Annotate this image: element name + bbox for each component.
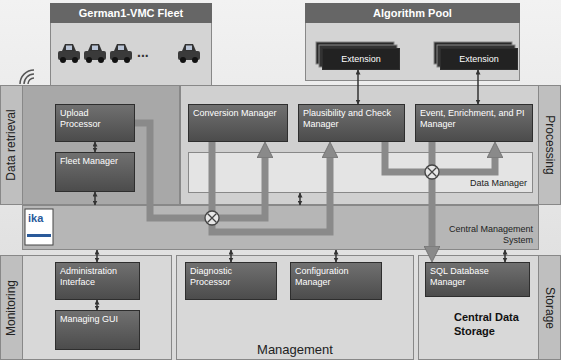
panel-label: Data Manager [470,178,527,189]
storage-label: Central Data Storage [454,311,536,339]
junction-cross [208,214,217,223]
logo-text: ika [28,212,43,224]
layer-band [539,256,561,360]
link-arrow [230,250,232,262]
logo-stripe [27,234,51,237]
layer-label: Management [176,342,414,357]
box-header: German1-VMC Fleet [50,3,212,23]
link-arrow [96,250,98,262]
flow-arrow [212,142,330,232]
ellipsis-label: ... [137,44,149,60]
band-label: Central Management System [441,224,533,246]
car-wheel [192,57,198,63]
fleet-box: German1-VMC Fleet [50,3,212,88]
signal-arc [28,78,34,84]
car-wheel [124,57,130,63]
process-box: Managing GUI [55,310,140,350]
car-roof [114,44,128,51]
extension-box: Extension [440,48,518,70]
car-window [186,46,192,51]
link-arrow [94,192,96,205]
flow-arrow [429,142,436,252]
layer-region: Management Diagnostic Processor Configurat… [176,255,414,360]
fleet-cars [58,44,200,63]
car-wheel [86,57,92,63]
junction-circle [205,211,219,225]
process-box: Conversion Manager [188,104,288,142]
logo-frame [25,209,53,245]
box-label: Fleet Manager [60,156,130,167]
layer-label: Storage [543,286,557,328]
signal-arc [20,70,34,84]
box-header: Algorithm Pool [305,3,520,23]
signal-arc [24,74,34,84]
box-label: Administration Interface [60,266,135,288]
layer-region: StorageCentral Data Storage SQL Database … [418,255,561,360]
process-box: Fleet Manager [55,152,135,192]
process-box: Diagnostic Processor [185,262,277,300]
car-wheel [72,57,78,63]
layer-band [1,256,23,360]
box-label: Extension [327,54,395,65]
panel-fill [1,256,172,360]
panel-layer [1,4,561,360]
process-box: Upload Processor [55,104,135,142]
junctions [205,165,439,225]
layer-band [1,86,23,205]
car-roof [182,44,196,51]
panel-fill [177,256,414,360]
process-box: SQL Database Manager [425,262,530,297]
box-label: Plausibility and Check Manager [303,108,400,130]
wireless-signal [20,70,34,84]
process-box: Plausibility and Check Manager [298,104,405,142]
layer-region: Monitoring Administration InterfaceManagi… [0,255,172,360]
layer-label: Monitoring [4,279,18,335]
data-manager-panel: Data Manager [188,152,533,193]
link-arrow [504,250,506,262]
link-arrow [477,70,479,104]
panel-fill [51,4,212,88]
pool-box: Algorithm PoolExtension Extension [305,3,520,81]
process-box: Configuration Manager [290,262,382,300]
car-window [118,46,124,51]
junction-circle [425,165,439,179]
car-roof [88,44,102,51]
box-label: Extension [445,54,513,65]
link-arrow [357,70,359,104]
extension-box: Extension [322,48,400,70]
box-label: SQL Database Manager [430,266,525,288]
box-label: Conversion Manager [193,108,283,119]
process-box: Administration Interface [55,262,140,300]
box-label: Diagnostic Processor [190,266,272,288]
link-arrow [335,250,337,262]
junction-cross [428,168,437,177]
box-label: Upload Processor [60,108,130,130]
layer-label: Data retrieval [4,109,18,180]
process-box: Event, Enrichment, and PI Manager [415,104,533,142]
layer-label: Processing [543,115,557,174]
layer-band [539,86,561,205]
car-window [92,46,98,51]
car-roof [62,44,76,51]
layer-region: Data retrieval Upload ProcessorFleet Mana… [0,85,180,205]
car-wheel [180,57,186,63]
car-window [66,46,72,51]
box-label: Event, Enrichment, and PI Manager [420,108,528,130]
box-label: Managing GUI [60,314,135,325]
link-arrow [299,193,301,205]
panel-fill [306,4,520,81]
car-wheel [98,57,104,63]
panel-fill [23,206,539,250]
central-band: Central Management System [22,205,539,250]
panel-fill [181,86,561,205]
panel-fill [419,256,561,360]
car-wheel [60,57,66,63]
layer-region: Processing Conversion Manager Plausibility… [180,85,561,205]
car-wheel [112,57,118,63]
flow-arrow [385,142,495,172]
box-label: Configuration Manager [295,266,377,288]
link-arrow [96,300,98,310]
link-arrow [94,142,96,152]
